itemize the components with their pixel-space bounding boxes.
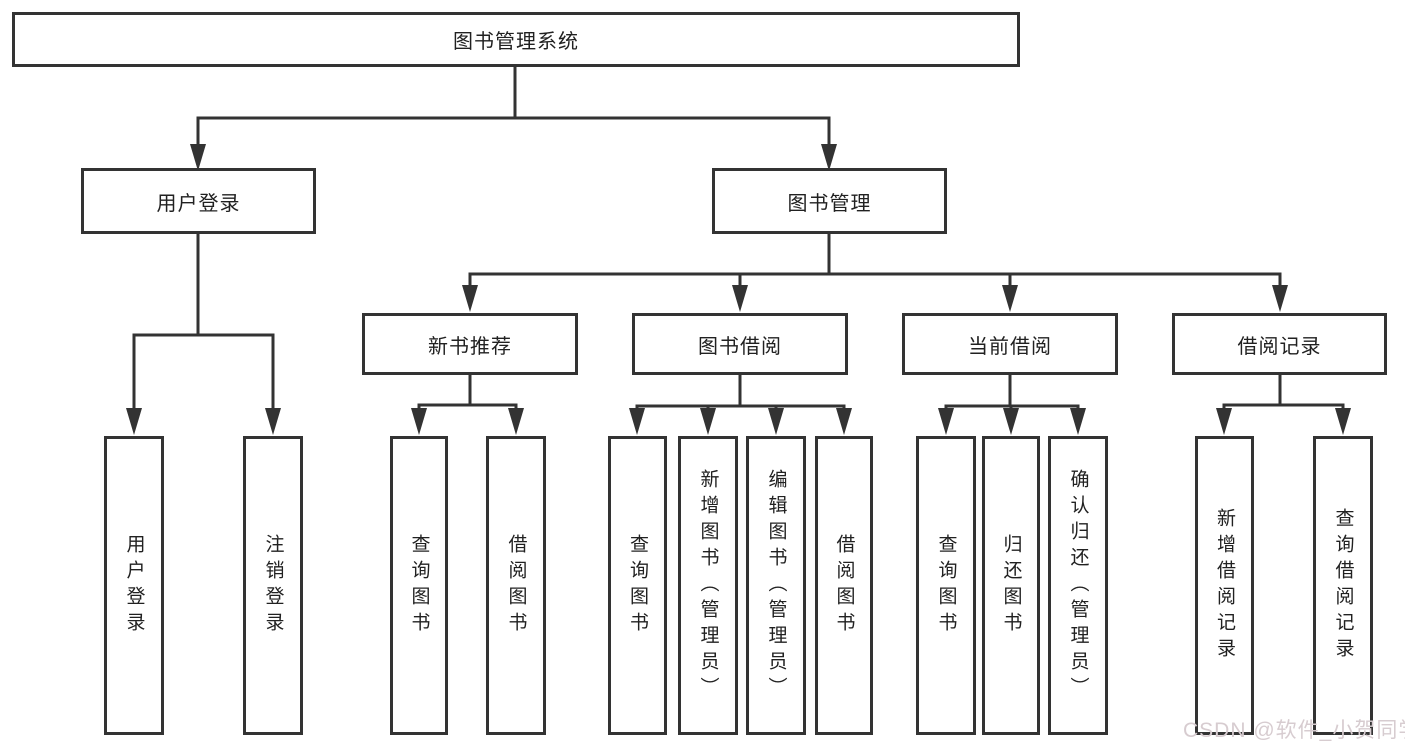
leaf-borrow-book-label: 借阅图书 bbox=[833, 533, 855, 638]
node-current-borrow: 当前借阅 bbox=[902, 313, 1118, 375]
node-root-label: 图书管理系统 bbox=[453, 31, 579, 53]
leaf-current-return: 归还图书 bbox=[982, 436, 1040, 735]
leaf-records-add-label: 新增借阅记录 bbox=[1214, 507, 1235, 664]
node-book-management: 图书管理 bbox=[712, 168, 947, 234]
node-new-book-recommend: 新书推荐 bbox=[362, 313, 578, 375]
leaf-borrow-edit-admin-label: 编辑图书（管理员） bbox=[765, 468, 787, 703]
node-book-borrow-label: 图书借阅 bbox=[698, 335, 782, 358]
leaf-current-return-label: 归还图书 bbox=[1000, 533, 1022, 638]
leaf-user-login: 用户登录 bbox=[104, 436, 164, 735]
node-book-management-label: 图书管理 bbox=[787, 192, 872, 215]
node-new-book-recommend-label: 新书推荐 bbox=[428, 335, 512, 358]
leaf-current-query: 查询图书 bbox=[916, 436, 976, 735]
node-root-system: 图书管理系统 bbox=[12, 12, 1020, 67]
node-book-borrow: 图书借阅 bbox=[632, 313, 848, 375]
leaf-borrow-query: 查询图书 bbox=[608, 436, 667, 735]
leaf-logout: 注销登录 bbox=[243, 436, 303, 735]
csdn-watermark: CSDN @软件_小贺同学 bbox=[1183, 719, 1405, 742]
leaf-current-confirm-admin: 确认归还（管理员） bbox=[1048, 436, 1108, 735]
leaf-current-query-label: 查询图书 bbox=[935, 533, 957, 638]
node-current-borrow-label: 当前借阅 bbox=[968, 335, 1052, 358]
node-user-login: 用户登录 bbox=[81, 168, 316, 234]
leaf-newbook-borrow: 借阅图书 bbox=[486, 436, 546, 735]
node-borrow-records-label: 借阅记录 bbox=[1237, 335, 1322, 358]
leaf-newbook-borrow-label: 借阅图书 bbox=[505, 533, 527, 638]
leaf-newbook-query-label: 查询图书 bbox=[408, 533, 430, 638]
leaf-borrow-query-label: 查询图书 bbox=[627, 533, 648, 638]
leaf-newbook-query: 查询图书 bbox=[390, 436, 448, 735]
node-borrow-records: 借阅记录 bbox=[1172, 313, 1387, 375]
leaf-current-confirm-admin-label: 确认归还（管理员） bbox=[1067, 468, 1089, 703]
leaf-logout-label: 注销登录 bbox=[262, 533, 284, 638]
leaf-records-add: 新增借阅记录 bbox=[1195, 436, 1254, 735]
node-user-login-label: 用户登录 bbox=[156, 192, 241, 215]
leaf-user-login-label: 用户登录 bbox=[123, 533, 145, 638]
leaf-borrow-add-admin-label: 新增图书（管理员） bbox=[697, 468, 719, 703]
leaf-borrow-add-admin: 新增图书（管理员） bbox=[678, 436, 738, 735]
leaf-records-query-label: 查询借阅记录 bbox=[1332, 507, 1354, 664]
leaf-borrow-book: 借阅图书 bbox=[815, 436, 873, 735]
leaf-borrow-edit-admin: 编辑图书（管理员） bbox=[746, 436, 806, 735]
leaf-records-query: 查询借阅记录 bbox=[1313, 436, 1373, 735]
